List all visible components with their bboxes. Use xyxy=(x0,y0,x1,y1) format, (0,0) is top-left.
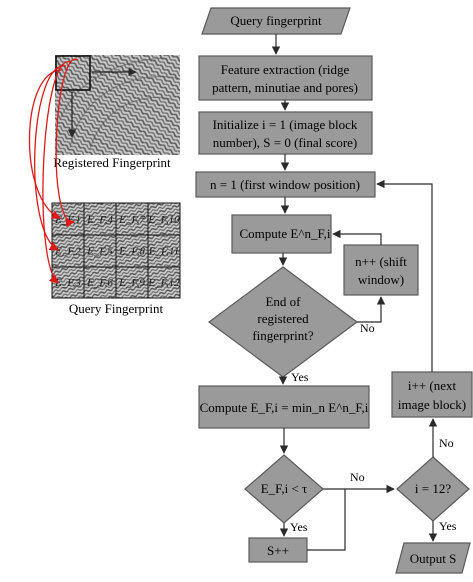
init-label-line1: Initialize i = 1 (image block xyxy=(213,117,358,132)
shift-label-line2: window) xyxy=(358,272,404,287)
end-check-decision: End of registered fingerprint? xyxy=(207,266,359,378)
edge-next-block-loop xyxy=(376,179,433,372)
registered-fingerprint: Registered Fingerprint xyxy=(53,55,180,170)
end-check-line3: fingerprint? xyxy=(252,328,314,343)
next-block-node: i++ (next image block) xyxy=(391,371,473,418)
init-label-line2: number), S = 0 (final score) xyxy=(213,135,358,150)
last-block-label: i = 12? xyxy=(415,481,451,496)
grid-block-label: E_F,4 xyxy=(86,214,113,226)
query-node-label: Query fingerprint xyxy=(230,13,322,28)
output-label: Output S xyxy=(410,551,457,566)
last-block-decision: i = 12? xyxy=(396,456,470,522)
edge-score-merge xyxy=(307,489,346,551)
next-block-line1: i++ (next xyxy=(408,378,457,393)
shift-label-line1: n++ (shift xyxy=(355,254,407,269)
grid-block-label: E_F,6 xyxy=(86,277,113,289)
grid-block-label: E_F,11 xyxy=(148,246,179,258)
end-check-line1: End of xyxy=(265,294,301,309)
end-check-line2: registered xyxy=(257,311,309,326)
grid-block-label: E_F,2 xyxy=(54,246,81,258)
block-grid xyxy=(51,202,181,299)
block-mapping-arrows xyxy=(28,58,79,284)
increment-score-label: S++ xyxy=(267,543,289,558)
query-caption: Query Fingerprint xyxy=(69,301,164,316)
threshold-label: E_F,i < τ xyxy=(261,481,308,496)
grid-block-label: E_F,10 xyxy=(147,214,180,226)
first-window-node: n = 1 (first window position) xyxy=(195,171,376,198)
mapping-arrow-1 xyxy=(28,69,63,219)
end-yes-label: Yes xyxy=(291,370,309,384)
query-node: Query fingerprint xyxy=(201,7,351,35)
feature-extraction-node: Feature extraction (ridge pattern, minut… xyxy=(198,55,373,101)
feature-label-line1: Feature extraction (ridge xyxy=(221,62,350,77)
edge-end-no xyxy=(357,296,386,323)
shift-window-node: n++ (shift window) xyxy=(343,244,419,296)
compute-energy-label: Compute E^n_F,i xyxy=(239,226,330,241)
next-block-line2: image block) xyxy=(398,397,466,412)
grid-block-label: E_F,3 xyxy=(54,277,81,289)
mapping-arrow-4 xyxy=(55,58,79,228)
mapping-arrow-3 xyxy=(42,61,71,284)
tau-no-label: No xyxy=(350,470,365,484)
mapping-arrow-2 xyxy=(34,65,67,251)
registered-caption: Registered Fingerprint xyxy=(53,155,171,170)
feature-label-line2: pattern, minutiae and pores) xyxy=(212,80,358,95)
scan-window xyxy=(55,55,91,91)
last-no-label: No xyxy=(439,436,454,450)
grid-block-label: E_F,12 xyxy=(147,277,180,289)
initialize-node: Initialize i = 1 (image block number), S… xyxy=(198,111,373,155)
last-yes-label: Yes xyxy=(439,519,457,533)
compute-energy-node: Compute E^n_F,i xyxy=(231,214,332,254)
increment-score-node: S++ xyxy=(248,537,308,563)
grid-block-label: E_F,8 xyxy=(118,246,145,258)
tau-yes-label: Yes xyxy=(290,520,308,534)
grid-block-label: E_F,7 xyxy=(118,214,145,226)
grid-block-label: E_F,9 xyxy=(118,277,145,289)
grid-block-label: E_F,5 xyxy=(86,246,113,258)
first-window-label: n = 1 (first window position) xyxy=(210,177,360,192)
compute-min-label: Compute E_F,i = min_n E^n_F,i xyxy=(200,400,369,415)
end-no-label: No xyxy=(360,321,375,335)
edge-shift-compute xyxy=(332,229,382,245)
threshold-decision: E_F,i < τ xyxy=(244,454,324,524)
compute-min-node: Compute E_F,i = min_n E^n_F,i xyxy=(198,385,370,429)
registered-fingerprint-image xyxy=(55,55,180,155)
output-node: Output S xyxy=(395,542,471,574)
